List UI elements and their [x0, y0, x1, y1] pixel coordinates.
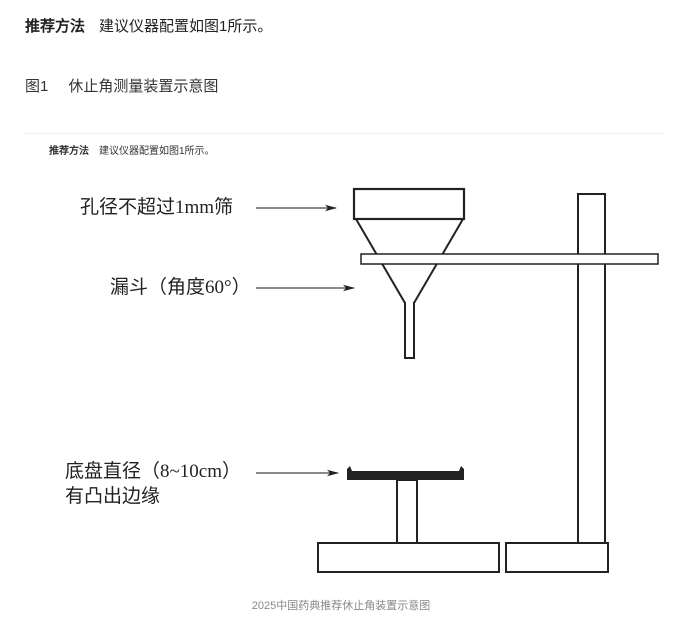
left-base-block: [317, 542, 500, 573]
base-plate: [347, 466, 464, 480]
method-label: 推荐方法: [25, 18, 86, 35]
figure-title: 图1 休止角测量装置示意图: [25, 77, 218, 97]
callout-funnel: 漏斗（角度60°）: [110, 277, 251, 298]
intro-paragraph: 推荐方法建议仪器配置如图1所示。: [25, 17, 272, 37]
inner-method-label: 推荐方法: [49, 146, 89, 157]
callout-sieve: 孔径不超过1mm筛: [80, 197, 234, 218]
callout-base-plate-line1: 底盘直径（8~10cm）: [65, 461, 241, 482]
ring-support-arm: [360, 253, 659, 265]
method-text: 建议仪器配置如图1所示。: [99, 18, 273, 35]
divider: [23, 133, 665, 134]
pedestal-column: [396, 479, 418, 544]
inner-method-text: 建议仪器配置如图1所示。: [99, 146, 215, 157]
funnel-stem: [404, 302, 415, 359]
figure-title-text: 休止角测量装置示意图: [68, 78, 219, 95]
diagram-inner-header: 推荐方法建议仪器配置如图1所示。: [49, 145, 215, 159]
sieve: [352, 187, 466, 221]
stand-pole: [577, 193, 606, 544]
figure-number: 图1: [25, 78, 49, 95]
figure-caption: 2025中国药典推荐休止角装置示意图: [251, 600, 431, 612]
callout-base-plate-line2: 有凸出边缘: [65, 486, 161, 507]
right-base-block: [505, 542, 609, 573]
